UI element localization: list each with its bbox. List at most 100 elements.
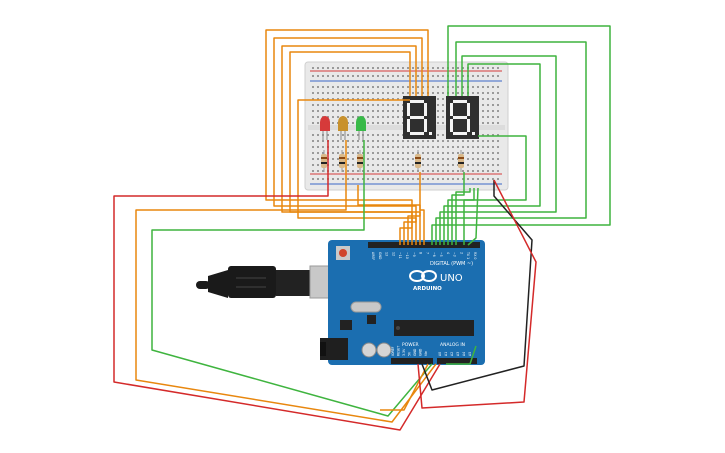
breadboard-hole: [312, 67, 314, 69]
breadboard-hole: [387, 152, 389, 154]
breadboard-hole: [462, 67, 464, 69]
breadboard-hole: [427, 170, 429, 172]
breadboard-hole: [382, 67, 384, 69]
seven-segment-display-1[interactable]: [403, 96, 436, 139]
breadboard-hole: [397, 122, 399, 124]
wire-red-led: [113, 140, 441, 431]
breadboard-hole: [337, 140, 339, 142]
breadboard-hole: [492, 116, 494, 118]
breadboard-hole: [487, 122, 489, 124]
breadboard-hole: [387, 110, 389, 112]
breadboard-hole: [487, 75, 489, 77]
resistors[interactable]: [321, 150, 464, 172]
breadboard-hole: [392, 86, 394, 88]
usb-cable[interactable]: [196, 265, 335, 299]
breadboard-hole: [332, 158, 334, 160]
breadboard-hole: [452, 178, 454, 180]
breadboard-hole: [442, 158, 444, 160]
breadboard-hole: [322, 146, 324, 148]
breadboard-hole: [337, 75, 339, 77]
breadboard-hole: [437, 86, 439, 88]
breadboard-hole: [337, 116, 339, 118]
breadboard-hole: [317, 170, 319, 172]
breadboard-hole: [392, 98, 394, 100]
breadboard-hole: [387, 164, 389, 166]
breadboard-hole: [337, 98, 339, 100]
breadboard-hole: [497, 67, 499, 69]
breadboard-hole: [352, 164, 354, 166]
seven-segment-display-2[interactable]: [446, 96, 479, 139]
breadboard-hole: [432, 67, 434, 69]
breadboard-hole: [497, 86, 499, 88]
breadboard-hole: [347, 110, 349, 112]
breadboard-hole: [477, 140, 479, 142]
breadboard-hole: [437, 104, 439, 106]
breadboard-hole: [412, 140, 414, 142]
analog-header[interactable]: [437, 358, 477, 364]
breadboard-hole: [432, 146, 434, 148]
breadboard-hole: [377, 98, 379, 100]
breadboard-hole: [467, 140, 469, 142]
breadboard-hole: [377, 122, 379, 124]
breadboard-hole: [462, 92, 464, 94]
breadboard-hole: [317, 164, 319, 166]
breadboard-hole: [462, 178, 464, 180]
breadboard-hole: [367, 158, 369, 160]
breadboard-hole: [357, 104, 359, 106]
breadboard-hole: [422, 164, 424, 166]
breadboard-hole: [402, 170, 404, 172]
breadboard-hole: [402, 75, 404, 77]
breadboard-hole: [352, 178, 354, 180]
breadboard-hole: [387, 92, 389, 94]
wire-green-led: [151, 140, 433, 417]
wire-green-7: [455, 188, 471, 245]
power-header[interactable]: [391, 358, 433, 364]
breadboard-hole: [427, 140, 429, 142]
breadboard-hole: [432, 152, 434, 154]
dc-power-jack[interactable]: [320, 338, 348, 360]
breadboard-hole: [477, 158, 479, 160]
breadboard-hole: [372, 140, 374, 142]
breadboard-hole: [437, 134, 439, 136]
breadboard-hole: [477, 178, 479, 180]
led-amber[interactable]: [338, 116, 348, 140]
breadboard-hole: [387, 158, 389, 160]
breadboard-hole: [352, 170, 354, 172]
breadboard-hole: [382, 164, 384, 166]
breadboard-hole: [397, 170, 399, 172]
breadboard-hole: [382, 116, 384, 118]
breadboard-hole: [497, 164, 499, 166]
wires[interactable]: [113, 25, 611, 431]
breadboard-hole: [427, 158, 429, 160]
breadboard-hole: [362, 110, 364, 112]
breadboard-hole: [462, 75, 464, 77]
led-green[interactable]: [356, 116, 366, 140]
breadboard-hole: [452, 170, 454, 172]
breadboard-hole: [337, 134, 339, 136]
breadboard-hole: [357, 67, 359, 69]
breadboard-hole: [437, 122, 439, 124]
breadboard-hole: [487, 146, 489, 148]
breadboard-hole: [342, 98, 344, 100]
breadboard-hole: [457, 67, 459, 69]
breadboard-hole: [392, 140, 394, 142]
breadboard-hole: [497, 104, 499, 106]
breadboard-hole: [322, 92, 324, 94]
breadboard-hole: [407, 178, 409, 180]
breadboard-hole: [382, 86, 384, 88]
breadboard-hole: [397, 158, 399, 160]
breadboard-hole: [407, 164, 409, 166]
breadboard-hole: [347, 134, 349, 136]
breadboard-hole: [317, 158, 319, 160]
breadboard-hole: [322, 104, 324, 106]
reset-button[interactable]: [336, 246, 350, 260]
breadboard-hole: [482, 75, 484, 77]
led-red[interactable]: [320, 116, 330, 140]
breadboard-hole: [367, 152, 369, 154]
breadboard-hole: [332, 134, 334, 136]
breadboard-hole: [362, 86, 364, 88]
breadboard-hole: [467, 146, 469, 148]
breadboard-hole: [452, 158, 454, 160]
